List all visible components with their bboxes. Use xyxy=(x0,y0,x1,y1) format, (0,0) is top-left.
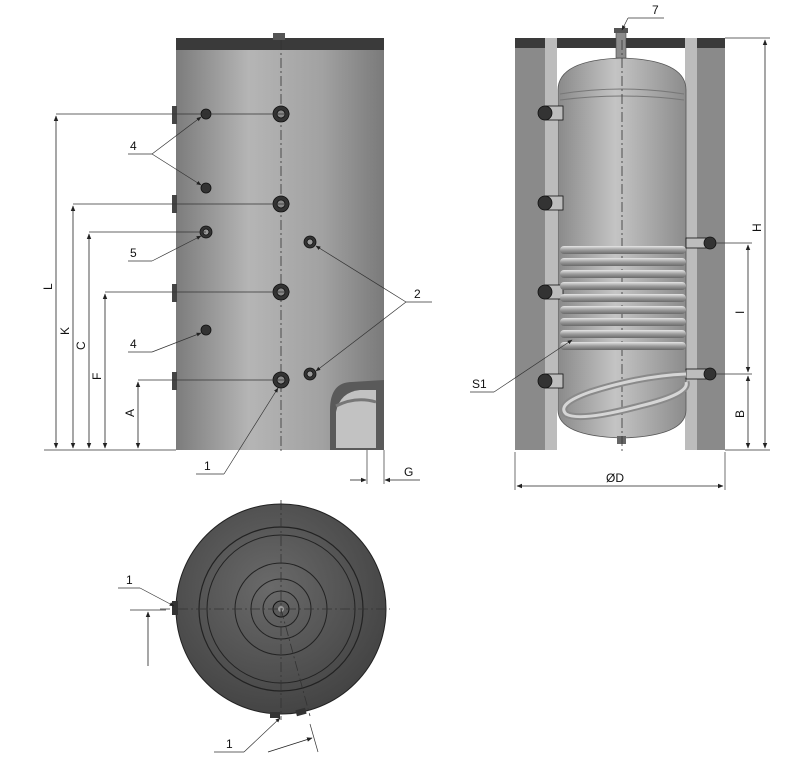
tank-lid xyxy=(176,38,384,50)
dim-label-K: K xyxy=(58,327,72,335)
callout-S1: S1 xyxy=(472,377,487,391)
callout-1-bottom: 1 xyxy=(226,737,233,751)
dim-label-L: L xyxy=(41,283,55,290)
heat-exchanger-coil xyxy=(560,246,690,421)
dim-label-G: G xyxy=(404,465,413,479)
dim-label-H: H xyxy=(750,223,764,232)
callout-4-top: 4 xyxy=(130,139,137,153)
callout-1-top-left: 1 xyxy=(126,573,133,587)
callout-7: 7 xyxy=(652,3,659,17)
section-connectors xyxy=(537,105,717,389)
top-view: 1 1 xyxy=(118,500,390,753)
callout-4-bottom: 4 xyxy=(130,337,137,351)
dim-label-I: I xyxy=(733,311,747,314)
dim-label-D: ØD xyxy=(606,471,624,485)
callout-5: 5 xyxy=(130,246,137,260)
section-view: H I B 7 S1 ØD xyxy=(470,3,770,490)
dim-label-B: B xyxy=(733,410,747,418)
dim-label-A: A xyxy=(123,409,137,417)
dim-label-C: C xyxy=(74,341,88,350)
dim-label-F: F xyxy=(90,373,104,380)
side-view: L K C F A 4 5 4 2 1 G xyxy=(41,33,432,484)
callout-2: 2 xyxy=(414,287,421,301)
callout-1: 1 xyxy=(204,459,211,473)
top-nozzle xyxy=(273,33,285,40)
nozzle-7 xyxy=(615,29,627,59)
